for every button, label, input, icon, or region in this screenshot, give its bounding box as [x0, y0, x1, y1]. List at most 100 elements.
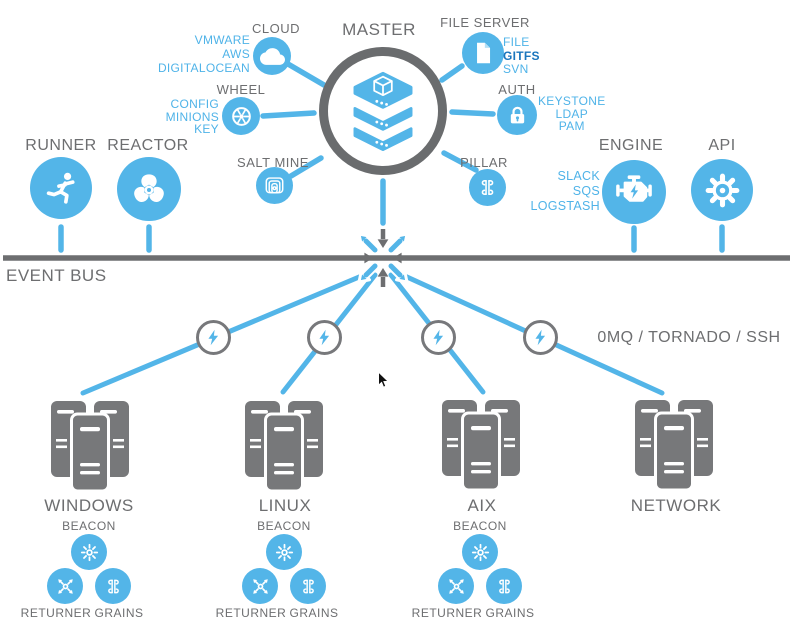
engine-label: ENGINE [598, 137, 664, 154]
api-node [691, 159, 753, 221]
auth-item: LDAP [555, 106, 589, 121]
windows-beacon-node [71, 534, 107, 570]
file-server-item: SVN [503, 62, 529, 76]
wire-auth-master [449, 109, 496, 117]
minion-aix-label: AIX [467, 496, 497, 515]
file-server-items: FILE GITFS SVN [503, 35, 540, 77]
auth-label: AUTH [498, 82, 536, 97]
pillar-label: PILLAR [460, 155, 508, 170]
file-server-item: FILE [503, 35, 530, 49]
windows-returner-node [47, 568, 83, 604]
linux-grains-label: GRAINS [289, 606, 339, 620]
server-towers-icon [442, 400, 520, 490]
windows-grains-node [95, 568, 131, 604]
auth-item: PAM [558, 119, 585, 133]
beacon-icon [77, 540, 102, 565]
engine-node [602, 160, 666, 224]
pillar-node [469, 169, 506, 206]
grains-icon [297, 575, 320, 598]
aix-returner-label: RETURNER [411, 606, 483, 620]
mouse-cursor [377, 371, 391, 389]
wheel-item: CONFIG [170, 97, 219, 111]
wire-fileserver-master [439, 63, 465, 83]
wheel-items: CONFIG MINIONS KEY [166, 98, 219, 136]
auth-item: KEYSTONE [538, 94, 606, 108]
grains-icon [102, 575, 125, 598]
windows-beacon-label: BEACON [62, 519, 116, 533]
runner-icon [42, 169, 80, 207]
lightning-bolt-icon [429, 328, 448, 347]
lightning-connector [307, 320, 342, 355]
runner-node [30, 157, 92, 219]
windows-grains-label: GRAINS [94, 606, 144, 620]
reactor-icon [129, 169, 169, 209]
minion-windows-label: WINDOWS [44, 496, 134, 515]
returner-icon [445, 575, 468, 598]
linux-beacon-label: BEACON [257, 519, 311, 533]
reactor-label: REACTOR [107, 137, 189, 154]
crossing-arrows-icon [351, 226, 415, 290]
wire-pillar-master [441, 150, 479, 173]
linux-beacon-node [266, 534, 302, 570]
mine-icon [261, 172, 288, 199]
file-server-node [462, 32, 504, 74]
server-layers-icon [339, 67, 427, 155]
auth-node [497, 95, 537, 135]
lightning-connector [196, 320, 231, 355]
aix-beacon-label: BEACON [453, 519, 507, 533]
wheel-label: WHEEL [216, 82, 266, 97]
engine-items: SLACK SQS LOGSTASH [530, 169, 600, 214]
gear-icon [704, 172, 741, 209]
pillar-icon [475, 175, 500, 200]
engine-item: SQS [572, 184, 600, 198]
master-label: MASTER [342, 20, 416, 39]
server-towers-icon [51, 401, 129, 491]
wheel-item: MINIONS [165, 109, 219, 124]
beacon-icon [468, 540, 493, 565]
master-node [319, 47, 447, 175]
grains-icon [493, 575, 516, 598]
transport-label: 0MQ / TORNADO / SSH [597, 329, 781, 346]
file-icon [470, 40, 496, 66]
lightning-bolt-icon [531, 328, 550, 347]
reactor-node [117, 157, 181, 221]
cloud-item: AWS [222, 47, 250, 61]
wheel-node [222, 97, 260, 135]
minion-linux-label: LINUX [258, 496, 312, 515]
cloud-node [253, 37, 291, 75]
cloud-item: DIGITALOCEAN [157, 61, 250, 75]
engine-item: LOGSTASH [530, 199, 600, 213]
minion-network-label: NETWORK [630, 496, 722, 515]
aix-grains-label: GRAINS [485, 606, 535, 620]
salt-mine-label: SALT MINE [237, 155, 309, 170]
beacon-icon [272, 540, 297, 565]
engine-icon [611, 169, 657, 215]
wheel-item: KEY [194, 122, 219, 136]
lightning-connector [523, 320, 558, 355]
salt-mine-node [256, 167, 293, 204]
linux-returner-node [242, 568, 278, 604]
wire-cloud-master [285, 61, 327, 88]
aix-returner-node [438, 568, 474, 604]
runner-label: RUNNER [25, 137, 97, 154]
file-server-label: FILE SERVER [440, 15, 530, 30]
cloud-label: CLOUD [251, 21, 301, 36]
server-towers-icon [245, 401, 323, 491]
wire-saltmine-master [288, 155, 324, 179]
engine-item: SLACK [557, 169, 600, 183]
linux-returner-label: RETURNER [215, 606, 287, 620]
server-towers-icon [635, 400, 713, 490]
aix-grains-node [486, 568, 522, 604]
lightning-bolt-icon [315, 328, 334, 347]
wheel-icon [229, 104, 254, 129]
windows-returner-label: RETURNER [20, 606, 92, 620]
event-bus-label: EVENT BUS [6, 266, 107, 285]
cloud-item: VMWARE [194, 33, 250, 47]
lightning-bolt-icon [204, 328, 223, 347]
lock-icon [505, 103, 530, 128]
returner-icon [54, 575, 77, 598]
wire-wheel-master [260, 110, 317, 119]
api-label: API [708, 137, 736, 154]
linux-grains-node [290, 568, 326, 604]
lightning-connector [421, 320, 456, 355]
